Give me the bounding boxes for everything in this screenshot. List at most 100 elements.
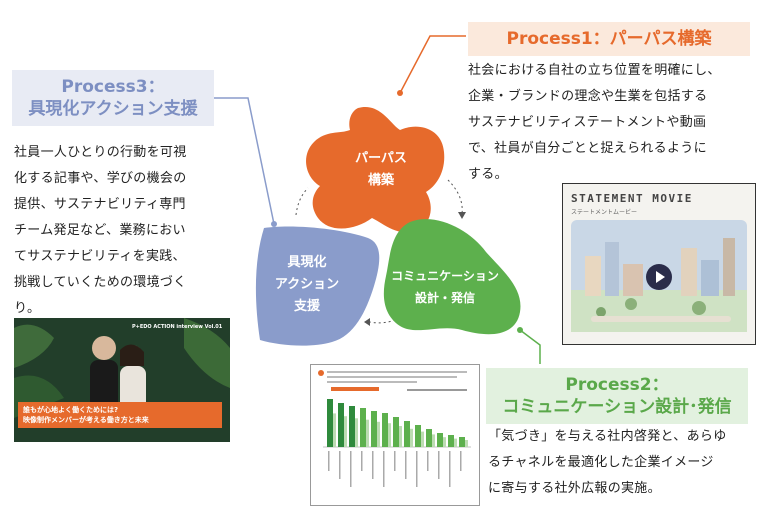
survey-bar-secondary [421,431,424,447]
process1-connector [399,35,466,94]
survey-bar-secondary [377,421,380,447]
process2-description: 「気づき」を与える社内啓発と、あらゆ るチャネルを最適化した企業イメージ に寄与… [488,424,764,502]
communication-label: コミュニケーション 設計・発信 [380,265,510,309]
survey-bars [327,399,468,447]
survey-bar [448,435,454,447]
process3-connector-dot [271,221,277,227]
statement-movie-subtitle: ステートメントムービー [571,209,638,216]
survey-bar [360,408,366,447]
survey-bar-secondary [465,440,468,447]
process3-line: 化する記事や、学びの機会の [14,171,187,186]
cycle-arrowhead-bottom [364,318,370,326]
cycle-diagram [255,106,521,346]
process2-line: に寄与する社外広報の実施。 [488,481,661,496]
play-icon[interactable] [646,264,672,290]
action-label-line3: 支援 [293,299,320,314]
process3-line: てサステナビリティを実践、 [14,249,186,264]
process1-line: する。 [468,167,508,182]
cycle-arrow-left [295,187,309,216]
survey-bar-secondary [454,438,457,447]
survey-axis-label [438,451,440,479]
communication-label-line2: 設計・発信 [414,291,475,305]
process3-title: Process3： 具現化アクション支援 [12,70,214,126]
survey-bar [327,399,333,447]
cycle-arrow-right [447,179,463,215]
survey-bar-secondary [399,426,402,447]
survey-bar-secondary [443,437,446,447]
survey-bar [459,437,465,447]
process3-description: 社員一人ひとりの行動を可視 化する記事や、学びの機会の 提供、サステナビリティ専… [14,140,244,322]
process2-connector-dot [517,327,523,333]
survey-bar-secondary [410,428,413,447]
interview-caption-line1: 誰もが心地よく働くためには? [23,406,119,414]
survey-axis-label [361,451,363,471]
survey-axis-label [339,451,341,479]
process2-title-line2: コミュニケーション設計･発信 [502,397,732,417]
survey-bar-secondary [355,418,358,447]
survey-bar [426,429,432,447]
purpose-blob [306,106,445,233]
process1-connector-dot [397,90,403,96]
survey-axis-label [427,451,429,471]
process2-line: 「気づき」を与える社内啓発と、あらゆ [488,429,727,444]
survey-bar [371,411,377,447]
survey-bar-secondary [432,434,435,447]
statement-movie-card[interactable]: STATEMENT MOVIE ステートメントムービー [562,183,756,345]
action-label: 具現化 アクション 支援 [262,252,352,318]
process2-title-line1: Process2： [565,375,669,395]
action-label-line2: アクション [274,277,340,292]
survey-chart-thumbnail [318,370,471,487]
survey-axis-label [416,451,418,487]
process1-line: で、社員が自分ごとと捉えられるように [468,141,707,156]
cycle-arrow-bottom [369,317,401,324]
process1-title: Process1：パーパス構築 [468,22,750,56]
interview-card[interactable]: P+EDO ACTION interview Vol.01 誰もが心地よく働くた… [14,318,230,442]
interview-header: P+EDO ACTION interview Vol.01 [132,324,223,330]
survey-bar-secondary [344,416,347,447]
survey-axis-label [328,451,330,471]
process3-title-line2: 具現化アクション支援 [28,99,198,119]
survey-axis-label [372,451,374,479]
survey-chart-card[interactable] [310,364,480,506]
action-label-line1: 具現化 [287,255,327,270]
interview-caption: 誰もが心地よく働くためには? 映像制作メンバーが考える働き方と未来 [18,402,222,428]
process3-line: り。 [14,301,41,316]
survey-bar [382,413,388,447]
survey-bar [404,421,410,447]
survey-bar [415,425,421,447]
survey-axis-labels [328,451,462,487]
survey-axis-label [449,451,451,487]
process3-line: 社員一人ひとりの行動を可視 [14,145,187,160]
survey-bar-secondary [333,413,336,447]
communication-label-line1: コミュニケーション [391,269,499,283]
process2-title: Process2： コミュニケーション設計･発信 [486,368,748,424]
survey-axis-label [460,451,462,471]
process3-line: チーム発足など、業務におい [14,223,186,238]
communication-blob [383,219,521,335]
statement-movie-title: STATEMENT MOVIE [571,192,693,205]
purpose-label: パーパス 構築 [336,148,426,192]
process1-line: サステナビリティステートメントや動画 [468,115,707,130]
process2-connector [519,329,541,364]
survey-axis-label [405,451,407,479]
process1-line: 社会における自社の立ち位置を明確にし、 [468,63,721,78]
survey-axis-label [394,451,396,471]
survey-axis-label [350,451,352,487]
survey-bar [338,403,344,447]
process3-line: 挑戦していくための環境づく [14,275,187,290]
cycle-arrowhead-right [458,212,466,219]
survey-axis-label [383,451,385,487]
process1-line: 企業・ブランドの理念や生業を包括する [468,89,708,104]
survey-bar [349,406,355,447]
survey-bar [393,417,399,447]
survey-bar [437,433,443,447]
survey-bar-secondary [366,419,369,447]
survey-bar-secondary [388,423,391,447]
process3-line: 提供、サステナビリティ専門 [14,197,186,212]
purpose-label-line2: 構築 [367,173,394,188]
interview-caption-line2: 映像制作メンバーが考える働き方と未来 [23,416,149,424]
purpose-label-line1: パーパス [355,151,407,166]
process2-line: るチャネルを最適化した企業イメージ [488,455,714,470]
action-blob [255,226,380,346]
